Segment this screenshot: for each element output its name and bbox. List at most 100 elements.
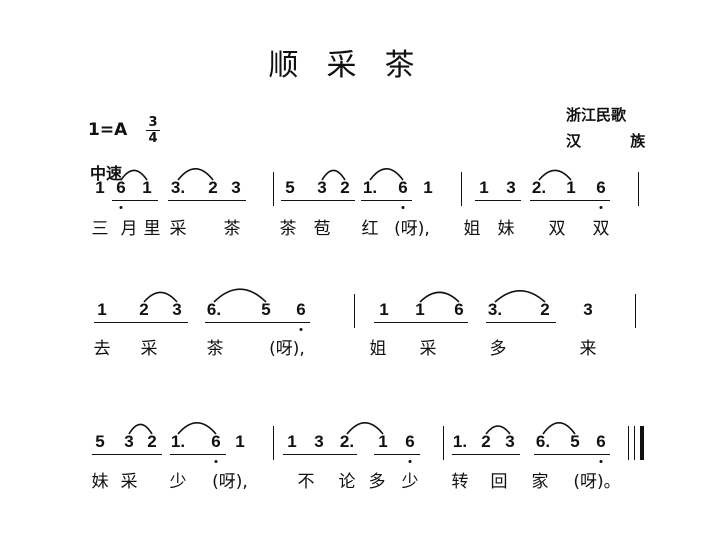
lyric-syllable: 茶 [223, 219, 241, 239]
note: 3 [506, 178, 516, 197]
note: 3. [487, 300, 503, 319]
note: 5 [95, 432, 105, 451]
slur-arc [542, 422, 576, 435]
note: 6 [596, 178, 606, 197]
beam-underline [475, 200, 521, 201]
tempo-marking: 中速 [90, 164, 123, 183]
beam-underline [112, 200, 158, 201]
lyric-syllable: 妹 [497, 219, 515, 239]
lyric-syllable: 妹 [91, 472, 109, 492]
note: 3 [124, 432, 134, 451]
lyric-syllable: 茶 [279, 219, 297, 239]
note: 3 [231, 178, 241, 197]
beam-underline [92, 454, 162, 455]
lyric-syllable: (呀), [394, 219, 430, 239]
lyric-syllable: 红 [361, 219, 379, 239]
note: 6 [398, 178, 408, 197]
song-origin: 浙江民歌 [566, 106, 627, 124]
lyric-syllable: 不 [297, 472, 315, 492]
slur-arc [369, 168, 404, 181]
lyric-syllable: 少 [401, 472, 419, 492]
beam-underline [205, 322, 310, 323]
lyric-syllable: 姐 [369, 339, 387, 359]
slur-arc [419, 291, 460, 303]
slur-arc [494, 290, 546, 303]
note: 6 [596, 432, 606, 451]
barline [635, 294, 636, 328]
lyric-syllable: 苞 [313, 219, 331, 239]
barline [443, 426, 444, 460]
note: 6. [206, 300, 222, 319]
lyric-syllable: (呀), [269, 339, 305, 359]
song-ethnicity: 汉 族 [566, 132, 668, 150]
note: 5 [285, 178, 295, 197]
note: 3 [583, 300, 593, 319]
note: 2 [481, 432, 491, 451]
note: 2 [208, 178, 218, 197]
lyric-syllable: 转 [451, 472, 469, 492]
note: 2 [147, 432, 157, 451]
low-octave-dot [599, 206, 603, 209]
note: 2. [531, 178, 547, 197]
note: 1 [379, 300, 389, 319]
key-signature: 1=A [88, 120, 128, 140]
beam-underline [283, 454, 357, 455]
barline [273, 426, 274, 460]
note: 5 [261, 300, 271, 319]
beam-underline [361, 200, 412, 201]
note: 6. [535, 432, 551, 451]
beam-underline [168, 200, 246, 201]
time-signature: 3 4 [146, 116, 160, 145]
lyric-syllable: 采 [419, 339, 437, 359]
beam-underline [374, 322, 468, 323]
barline [638, 172, 639, 206]
beam-underline [534, 454, 610, 455]
note: 2. [339, 432, 355, 451]
beam-underline [281, 200, 355, 201]
note: 6 [405, 432, 415, 451]
barline [461, 172, 462, 206]
lyric-syllable: 多 [489, 339, 507, 359]
time-signature-denominator: 4 [148, 131, 158, 146]
note: 3. [170, 178, 186, 197]
lyric-syllable: 回 [490, 472, 508, 492]
note: 5 [570, 432, 580, 451]
note: 3 [314, 432, 324, 451]
low-octave-dot [214, 460, 218, 463]
lyric-syllable: 家 [531, 472, 549, 492]
slur-arc [128, 423, 153, 435]
slur-arc [538, 169, 572, 181]
low-octave-dot [299, 328, 303, 331]
lyric-syllable: 采 [169, 219, 187, 239]
beam-underline [170, 454, 226, 455]
slur-arc [177, 422, 217, 435]
slur-arc [120, 169, 148, 181]
lyric-syllable: 来 [579, 339, 597, 359]
final-barline [640, 426, 644, 460]
lyric-syllable: 三 [91, 219, 109, 239]
note: 1. [452, 432, 468, 451]
slur-arc [143, 291, 178, 303]
note: 2 [540, 300, 550, 319]
lyric-syllable: 去 [93, 339, 111, 359]
note: 1 [95, 178, 105, 197]
time-signature-numerator: 3 [148, 115, 158, 130]
lyric-syllable: 双 [548, 219, 566, 239]
note: 6 [296, 300, 306, 319]
note: 2 [139, 300, 149, 319]
note: 6 [211, 432, 221, 451]
low-octave-dot [599, 460, 603, 463]
beam-underline [374, 454, 420, 455]
time-signature-bar [146, 130, 160, 131]
lyric-syllable: 采 [120, 472, 138, 492]
song-title: 顺采茶 [268, 48, 443, 83]
note: 6 [454, 300, 464, 319]
slur-arc [485, 425, 511, 435]
note: 1 [97, 300, 107, 319]
lyric-syllable: 论 [338, 472, 356, 492]
note: 1 [479, 178, 489, 197]
note: 1 [566, 178, 576, 197]
beam-underline [530, 200, 610, 201]
barline [628, 426, 629, 460]
